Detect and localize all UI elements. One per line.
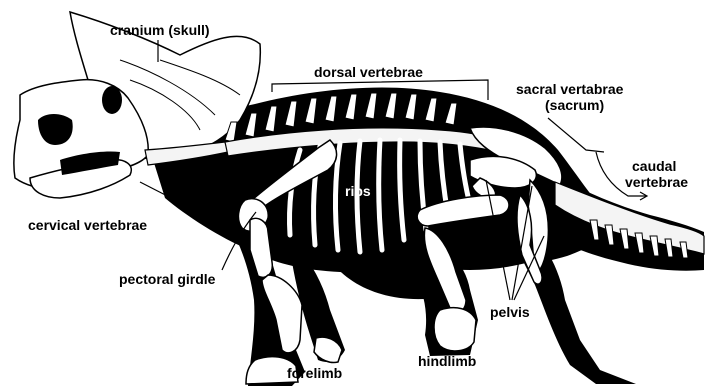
label-cervical-vertebrae: cervical vertebrae [28,217,147,233]
label-sacral-line2: (sacrum) [545,97,604,113]
hindfoot [434,308,476,351]
orbit [102,86,122,114]
label-forelimb: forelimb [287,365,342,381]
label-dorsal-vertebrae: dorsal vertebrae [314,64,423,80]
label-pelvis: pelvis [490,304,530,320]
label-cranium: cranium (skull) [110,22,210,38]
label-caudal-line2: vertebrae [625,174,688,190]
label-hindlimb: hindlimb [418,353,476,369]
label-sacral-line1: sacral vertabrae [516,81,624,97]
sacral-leader [548,118,604,152]
label-pectoral-girdle: pectoral girdle [119,271,216,287]
hindlimb-bones [417,195,542,351]
label-caudal-line1: caudal [632,158,676,174]
label-ribs: ribs [345,183,371,199]
